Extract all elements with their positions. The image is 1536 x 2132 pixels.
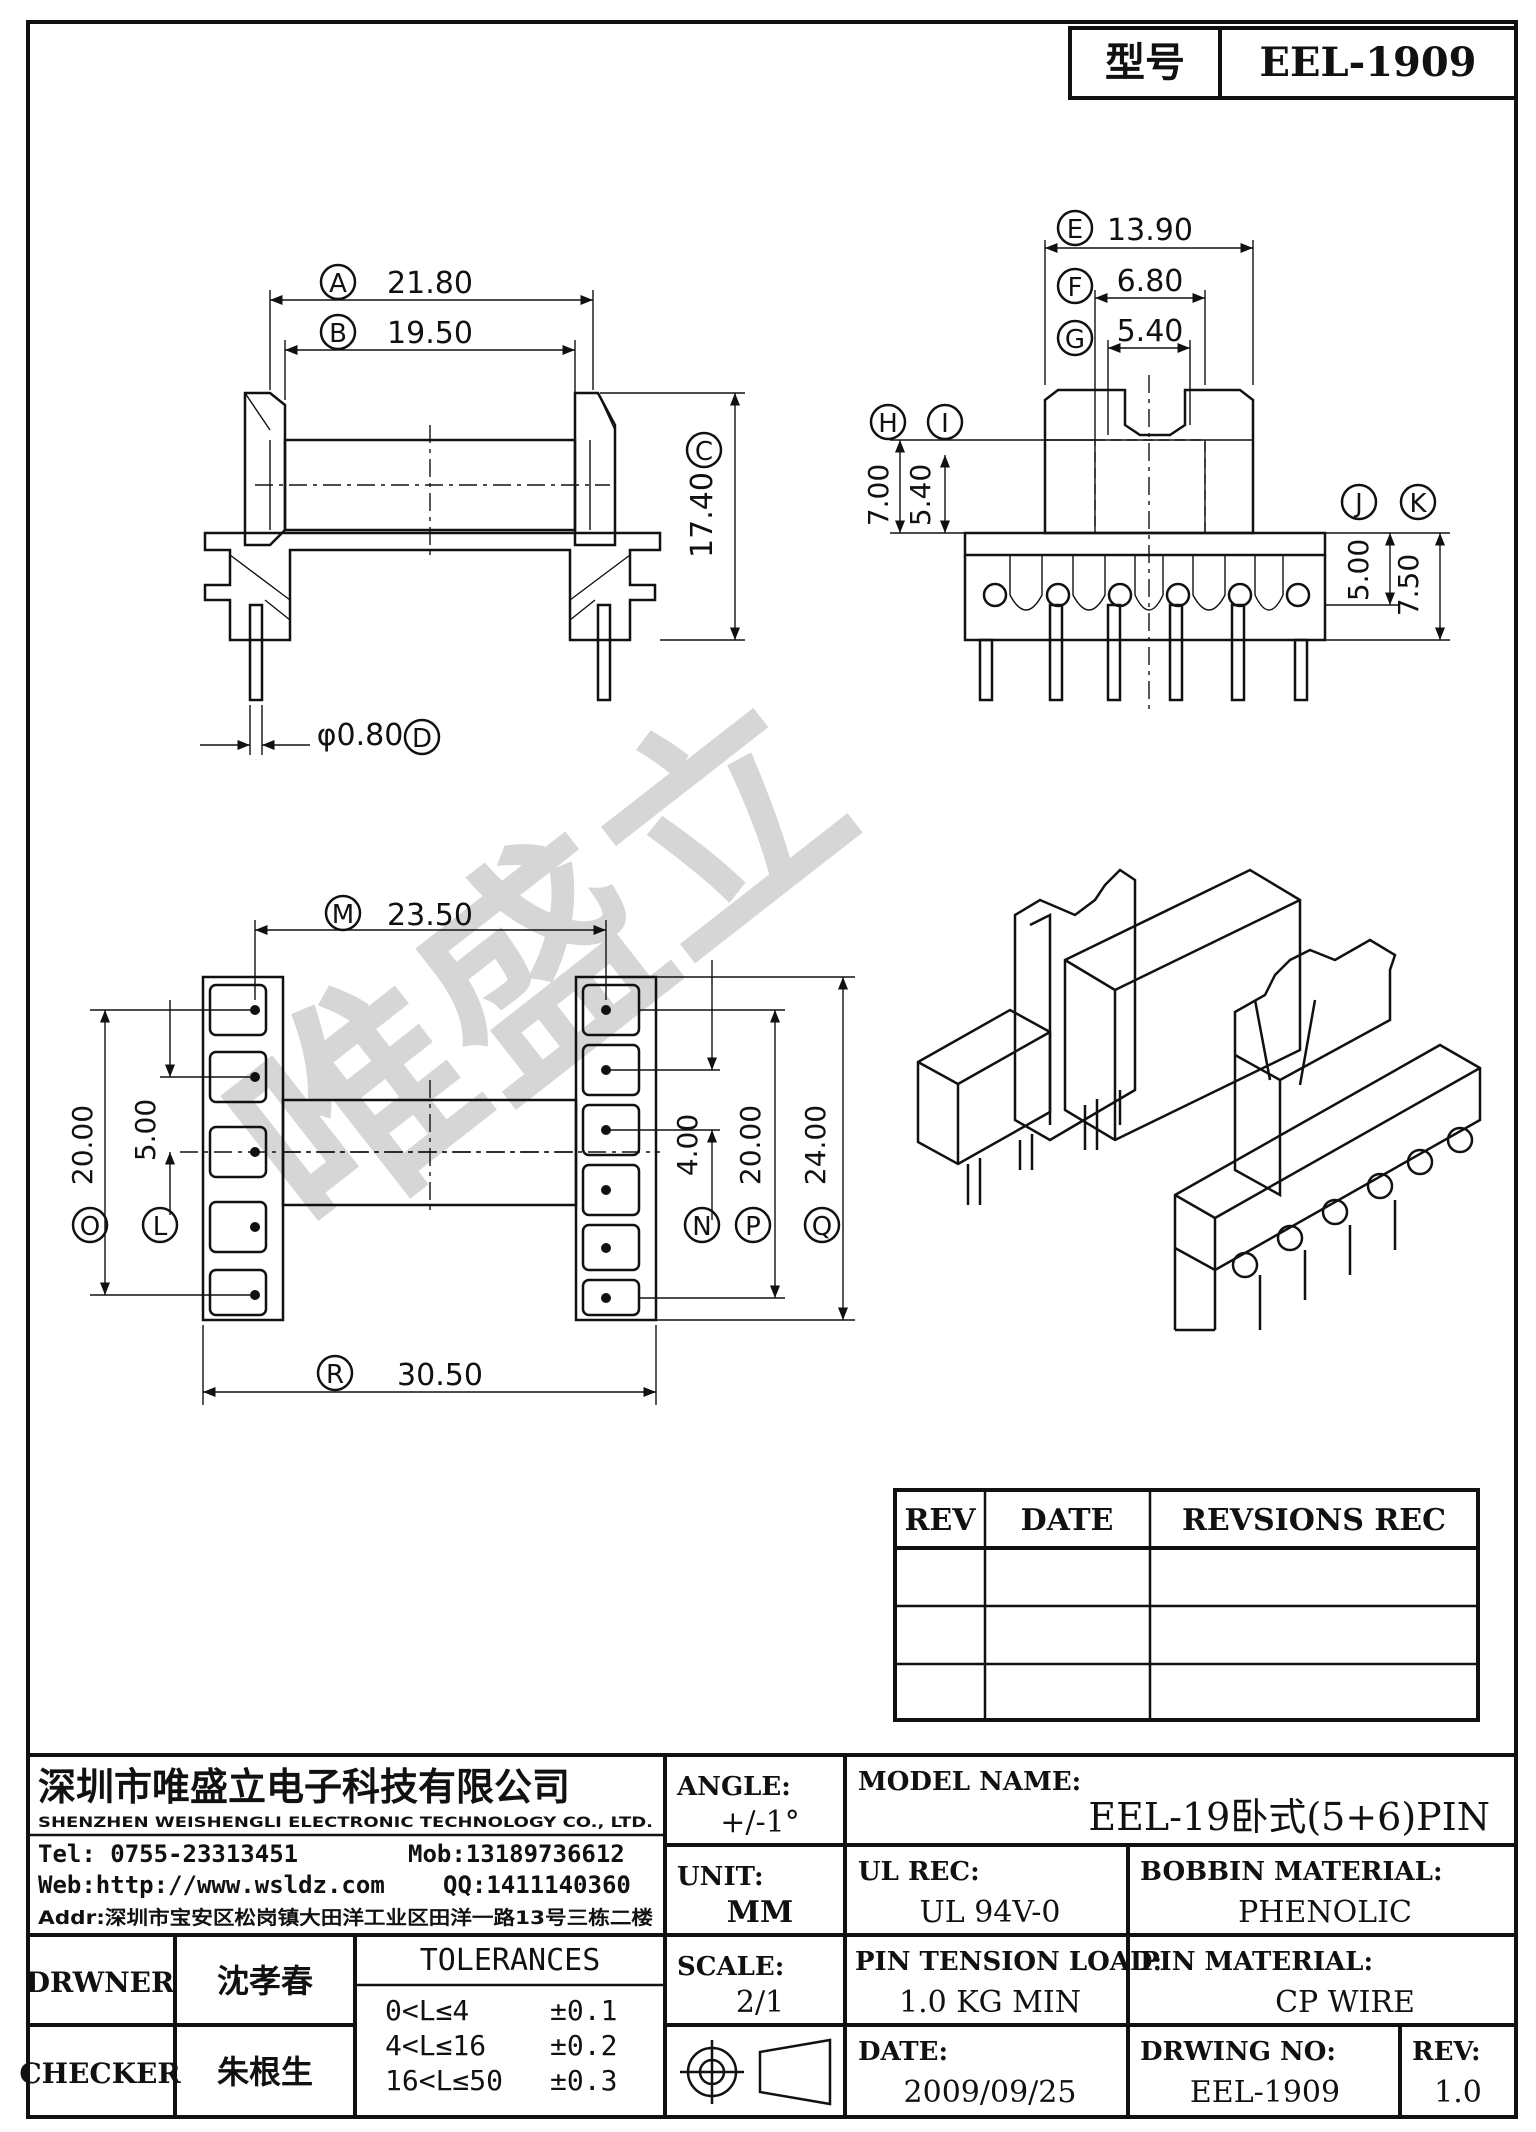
dim-c: 17.40 [685,472,720,558]
scale-label: SCALE: [677,1952,784,1982]
scale-value: 2/1 [736,1985,784,2020]
dim-p: 20.00 [734,1105,767,1185]
svg-text:A: A [329,269,347,299]
drwing-value: EEL-1909 [1190,2075,1340,2110]
company-name-en: SHENZHEN WEISHENGLI ELECTRONIC TECHNOLOG… [38,1815,653,1831]
date-value: 2009/09/25 [904,2075,1077,2110]
tolerance-rows: 0<L≤4 ±0.1 4<L≤16 ±0.2 16<L≤50 ±0.3 [385,1994,617,2097]
tolerance-range: 0<L≤4 [385,1994,469,2027]
svg-text:C: C [695,437,713,467]
tolerance-value: ±0.2 [550,2029,617,2062]
rec-col-header: REVSIONS REC [1182,1503,1446,1538]
tolerance-value: ±0.3 [550,2064,617,2097]
dim-g: 5.40 [1117,314,1184,349]
company-tel: Tel: 0755-23313451 [38,1840,298,1868]
isometric-view [916,868,1482,1332]
angle-value: +/-1° [720,1805,799,1840]
projection-symbol-icon [680,2038,832,2106]
date-col-header: DATE [1021,1503,1114,1538]
tolerance-range: 4<L≤16 [385,2029,486,2062]
dim-b: 19.50 [387,316,473,351]
bottom-view: M 23.50 20.00 O 5.00 L 4.00 N 20.00 P [66,894,855,1405]
pin-tension-value: 1.0 KG MIN [899,1985,1081,2020]
svg-text:M: M [332,900,354,930]
pin-material-value: CP WIRE [1275,1985,1415,2020]
company-mob: Mob:13189736612 [408,1840,625,1868]
company-qq: QQ:1411140360 [443,1871,631,1899]
svg-text:H: H [878,409,898,439]
svg-text:E: E [1067,215,1083,245]
dim-i: 5.40 [904,464,937,526]
drawer-label: DRWNER [26,1966,175,1999]
drwing-label: DRWING NO: [1140,2037,1336,2067]
dim-n: 4.00 [671,1114,704,1176]
watermark: 唯盛立 [188,651,896,1286]
svg-text:F: F [1068,273,1083,303]
company-web: Web:http://www.wsldz.com [38,1871,385,1899]
ul-label: UL REC: [858,1857,980,1887]
rev-value: 1.0 [1434,2075,1482,2110]
revision-table: REV DATE REVSIONS REC [893,1488,1480,1722]
title-block: 深圳市唯盛立电子科技有限公司 SHENZHEN WEISHENGLI ELECT… [19,1753,1518,2119]
dim-d: φ0.80 [317,718,404,753]
dim-f: 6.80 [1117,264,1184,299]
tolerance-range: 16<L≤50 [385,2064,503,2097]
svg-text:R: R [326,1360,344,1390]
ul-value: UL 94V-0 [919,1895,1060,1930]
angle-label: ANGLE: [676,1772,791,1802]
model-header: 型号 EEL-1909 [1068,26,1518,100]
bobbin-value: PHENOLIC [1238,1895,1412,1930]
svg-text:I: I [941,409,949,439]
dim-l: 5.00 [129,1099,162,1161]
svg-text:B: B [329,319,347,349]
model-value: EEL-1909 [1259,39,1476,86]
svg-text:J: J [1353,489,1363,519]
svg-text:P: P [745,1212,761,1242]
rev-col-header: REV [904,1503,976,1538]
svg-text:Q: Q [812,1212,832,1242]
dim-q: 24.00 [799,1105,832,1185]
model-label: 型号 [1105,40,1185,86]
dim-o: 20.00 [66,1105,99,1185]
side-view: E 13.90 F 6.80 G 5.40 H I 7.00 5.40 J [862,209,1450,715]
checker-name: 朱根生 [217,2053,313,2091]
tolerance-value: ±0.1 [550,1994,617,2027]
dim-k: 7.50 [1392,554,1425,616]
front-view: A 21.80 B 19.50 C 17.40 φ0.80 D [200,263,745,756]
checker-label: CHECKER [19,2057,181,2090]
date-label: DATE: [858,2037,948,2067]
company-addr: Addr:深圳市宝安区松岗镇大田洋工业区田洋一路13号三栋二楼 [38,1906,653,1929]
unit-value: MM [727,1895,793,1930]
dim-r: 30.50 [397,1358,483,1393]
svg-text:N: N [692,1212,711,1242]
dim-e: 13.90 [1107,213,1193,248]
dim-a: 21.80 [387,266,473,301]
company-name-cn: 深圳市唯盛立电子科技有限公司 [38,1765,570,1809]
rev-label: REV: [1412,2037,1481,2067]
svg-text:唯盛立: 唯盛立 [188,651,896,1286]
model-name-label: MODEL NAME: [858,1767,1081,1797]
svg-text:G: G [1065,325,1085,355]
drawer-name: 沈孝春 [217,1962,313,2000]
bobbin-label: BOBBIN MATERIAL: [1140,1857,1443,1887]
svg-text:K: K [1409,489,1427,519]
svg-text:L: L [153,1212,168,1242]
dim-j: 5.00 [1342,539,1375,601]
svg-text:D: D [412,724,432,754]
tolerances-title: TOLERANCES [420,1943,601,1978]
pin-tension-label: PIN TENSION LOAD: [855,1947,1162,1977]
model-name-value: EEL-19卧式(5+6)PIN [1088,1795,1490,1839]
unit-label: UNIT: [677,1862,764,1892]
dim-m: 23.50 [387,898,473,933]
svg-text:O: O [80,1212,100,1242]
dim-h: 7.00 [862,464,895,526]
pin-material-label: PIN MATERIAL: [1140,1947,1373,1977]
